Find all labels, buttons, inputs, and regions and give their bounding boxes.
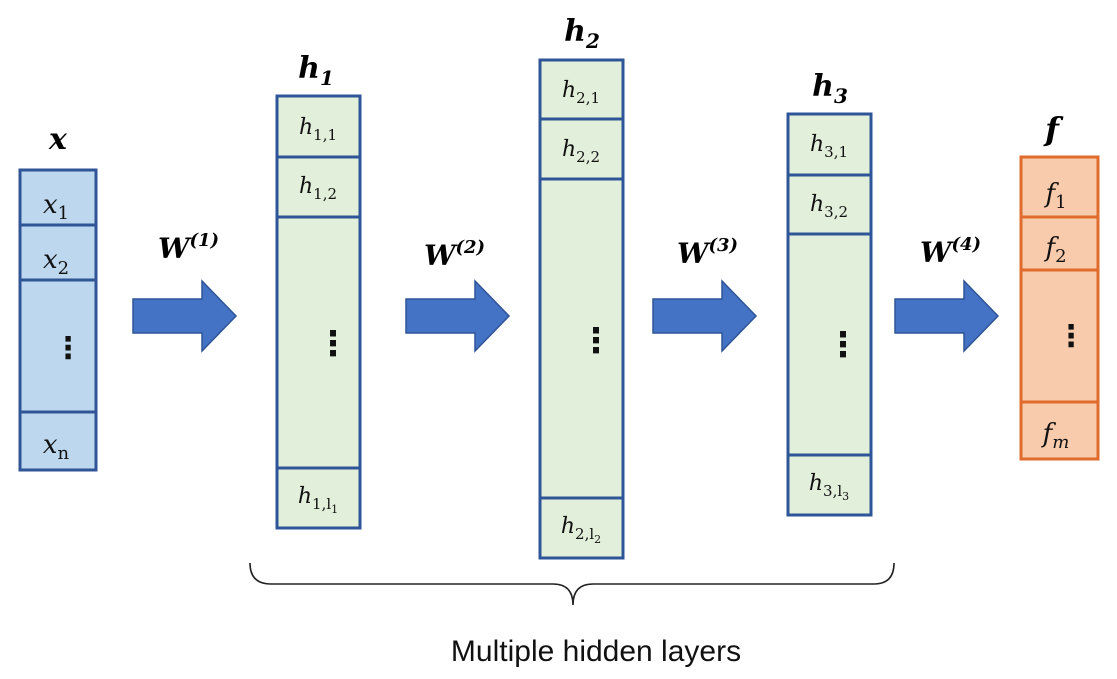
output-layer-title: f [1043,110,1064,148]
output-ellipsis: ⋮ [1056,319,1086,354]
input-ellipsis: ⋮ [53,331,83,366]
arrow-right-icon [652,279,758,353]
hidden-node-h2-l2: h2,l2 [561,514,601,546]
arrow-right-icon [132,279,238,353]
input-layer: x x1 x2 ⋮ xn [18,122,98,472]
hidden-layer-1: h1 h1,1 h1,2 ⋮ h1,l1 [275,51,362,530]
arrow-right-icon [405,279,511,353]
weight-label-2: W(2) [424,237,485,272]
hidden-layer-3-title: h3 [812,69,848,108]
weight-label-4: W(4) [920,234,981,269]
weight-arrow-4: W(4) [894,234,1000,353]
hidden-node-h3-1: h3,1 [810,132,848,161]
hidden-node-h2-1: h2,1 [562,78,600,107]
weight-arrow-2: W(2) [405,237,511,353]
input-node-x1: x1 [43,190,69,224]
hidden-layer-1-title: h1 [298,51,334,90]
hidden-layer-1-box [275,94,362,530]
hidden-layer-3-box [786,112,873,517]
hidden-3-ellipsis: ⋮ [826,325,860,365]
weight-arrow-3: W(3) [652,235,758,353]
input-layer-title: x [48,122,68,157]
hidden-node-h3-l3: h3,l3 [809,471,849,503]
input-node-x2: x2 [43,245,69,279]
output-layer-box [1019,155,1100,461]
weight-label-1: W(1) [158,230,219,265]
hidden-node-h2-2: h2,2 [562,137,600,166]
hidden-layer-2-box [538,58,625,560]
hidden-layer-3: h3 h3,1 h3,2 ⋮ h3,l3 [786,69,873,517]
hidden-layers-brace [249,562,895,606]
hidden-layer-2: h2 h2,1 h2,2 ⋮ h2,l2 [538,14,625,560]
hidden-node-h3-2: h3,2 [810,192,848,221]
arrow-right-icon [894,279,1000,353]
hidden-node-h1-1: h1,1 [299,115,337,144]
hidden-2-ellipsis: ⋮ [579,321,613,361]
input-node-xn: xn [43,430,70,464]
hidden-1-ellipsis: ⋮ [316,324,350,364]
hidden-node-h1-2: h1,2 [299,174,337,203]
hidden-layers-caption: Multiple hidden layers [451,635,741,668]
weight-arrow-1: W(1) [132,230,238,353]
output-layer: f f1 f2 ⋮ fm [1019,110,1100,461]
weight-label-3: W(3) [677,235,738,270]
input-layer-box [18,168,98,472]
hidden-layer-2-title: h2 [564,14,600,53]
hidden-node-h1-l1: h1,l1 [298,484,338,516]
